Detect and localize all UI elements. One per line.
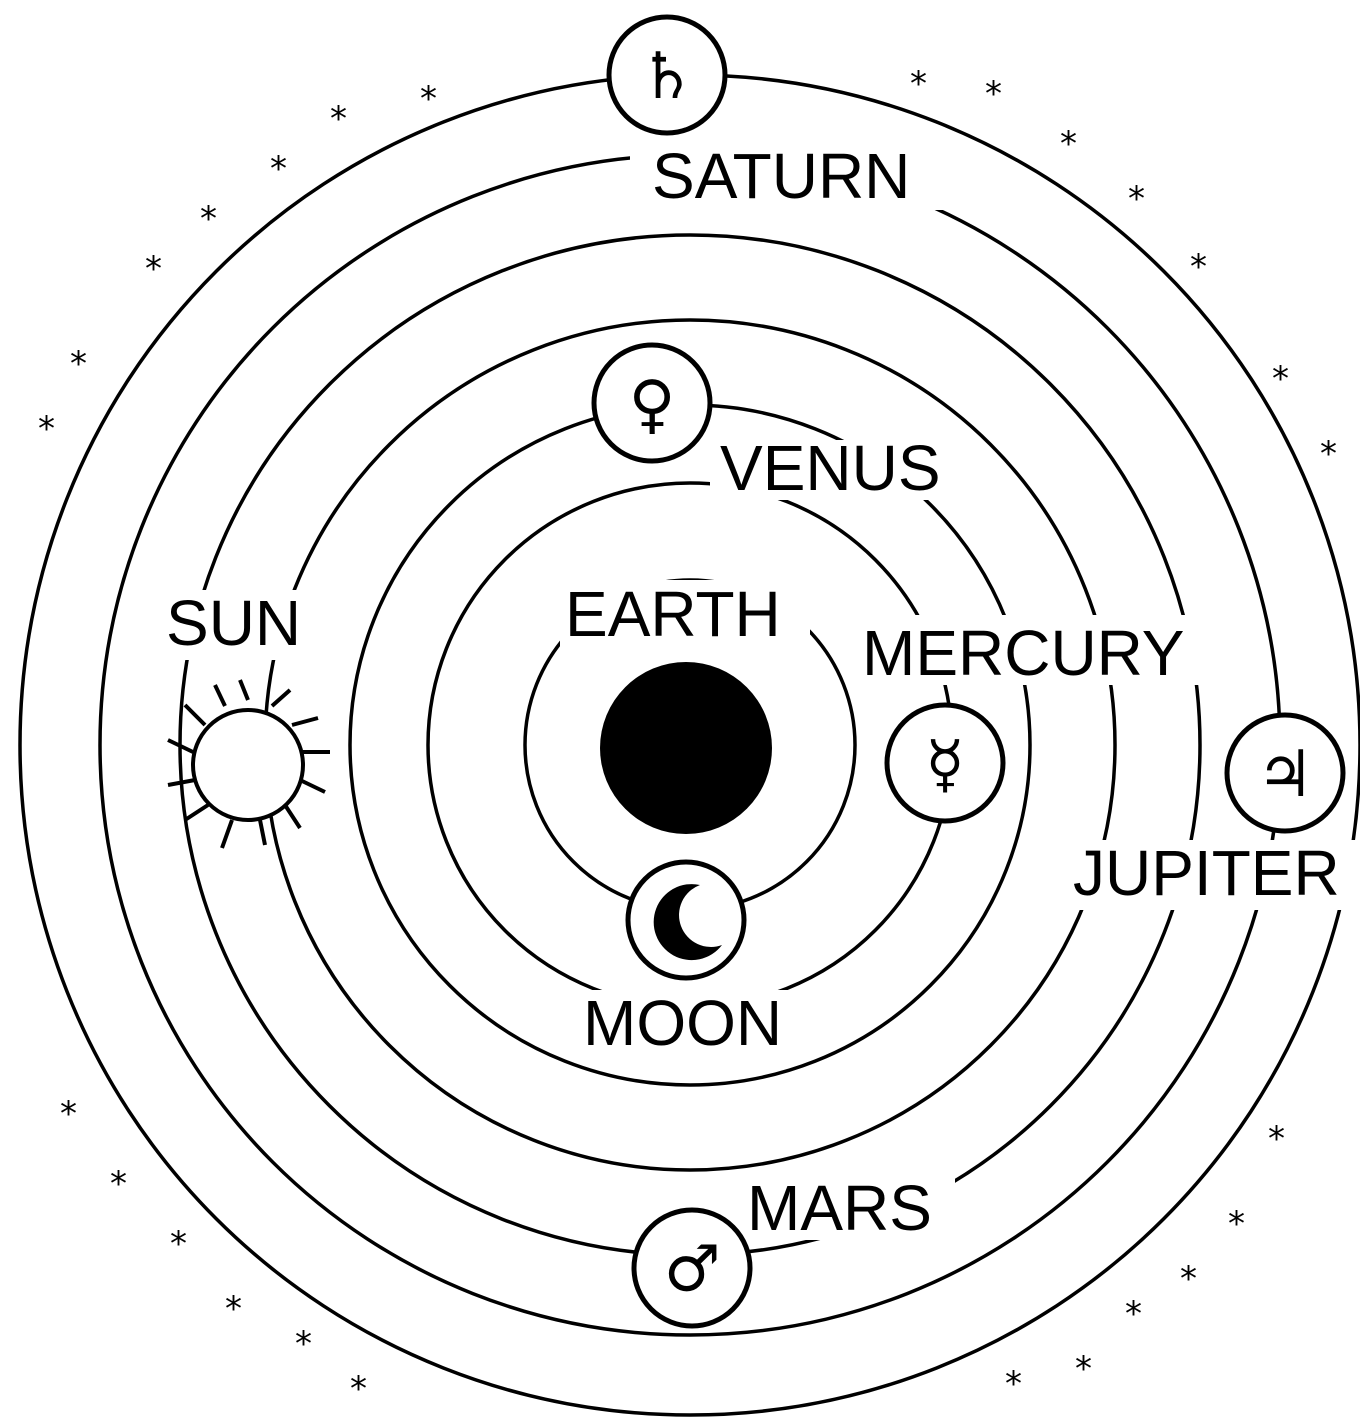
star-icon: * (270, 149, 287, 189)
star-icon: * (910, 64, 927, 104)
jupiter-symbol: ♃ (1227, 715, 1343, 831)
star-icon: * (1128, 179, 1145, 219)
saturn-symbol: ♄ (609, 17, 725, 133)
star-icon: * (330, 99, 347, 139)
star-icon: * (1075, 1349, 1092, 1389)
star-icon: * (145, 249, 162, 289)
jupiter-label: JUPITER (1073, 837, 1340, 909)
sun-label: SUN (166, 587, 301, 659)
moon-label: MOON (583, 987, 782, 1059)
venus-symbol: ♀ (594, 345, 710, 461)
star-icon: * (1125, 1294, 1142, 1334)
star-icon: * (985, 74, 1002, 114)
star-icon: * (295, 1324, 312, 1364)
star-icon: * (225, 1289, 242, 1329)
sun-symbol (168, 680, 330, 848)
star-icon: * (38, 409, 55, 449)
moon-symbol (628, 862, 744, 978)
star-icon: * (200, 199, 217, 239)
saturn-label: SATURN (652, 140, 910, 212)
star-icon: * (1268, 1119, 1285, 1159)
mercury-label: MERCURY (862, 617, 1184, 689)
star-icon: * (1228, 1204, 1245, 1244)
venus-label: VENUS (720, 432, 941, 504)
star-icon: * (170, 1224, 187, 1264)
mars-icon: ♂ (663, 1232, 720, 1307)
star-icon: * (1190, 247, 1207, 287)
star-icon: * (350, 1369, 367, 1409)
mercury-icon: ☿ (925, 727, 964, 802)
star-icon: * (60, 1094, 77, 1134)
saturn-icon: ♄ (638, 39, 695, 114)
star-icon: * (420, 79, 437, 119)
star-icon: * (1005, 1364, 1022, 1404)
earth-disc (600, 662, 772, 834)
star-icon: * (110, 1164, 127, 1204)
mars-label: MARS (747, 1172, 932, 1244)
star-icon: * (1180, 1259, 1197, 1299)
earth-label: EARTH (565, 578, 781, 650)
star-icon: * (1320, 434, 1337, 474)
star-icon: * (1060, 124, 1077, 164)
star-icon: * (1272, 359, 1289, 399)
mercury-symbol: ☿ (887, 705, 1003, 821)
sun-icon (193, 710, 303, 820)
star-icon: * (70, 344, 87, 384)
jupiter-icon: ♃ (1256, 737, 1313, 812)
venus-icon: ♀ (629, 367, 676, 442)
mars-symbol: ♂ (634, 1210, 750, 1326)
